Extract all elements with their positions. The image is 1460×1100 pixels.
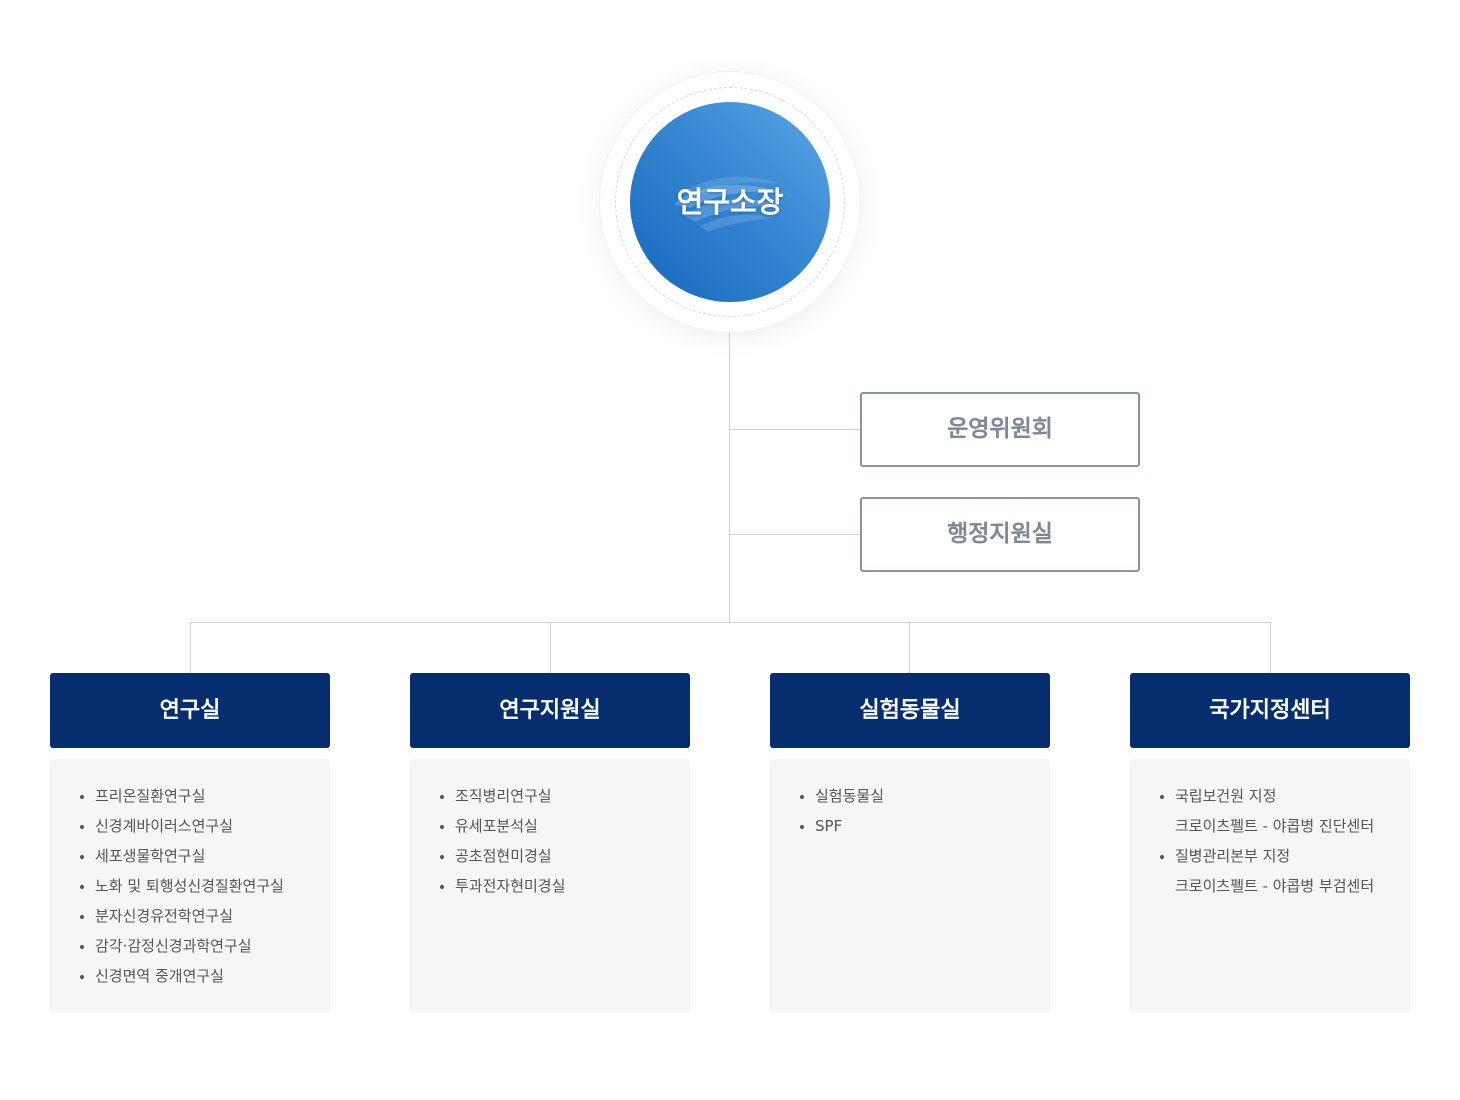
side-unit-steering-committee[interactable]: 운영위원회	[860, 392, 1140, 467]
drop-line-3	[909, 622, 910, 673]
department-panel: 조직병리연구실 유세포분석실 공초점현미경실 투과전자현미경실	[410, 759, 690, 1013]
department-animal-lab: 실험동물실 실험동물실 SPF	[770, 673, 1050, 1013]
list-item: 감각·감정신경과학연구실	[80, 931, 330, 961]
department-title[interactable]: 연구실	[50, 673, 330, 748]
department-research-support: 연구지원실 조직병리연구실 유세포분석실 공초점현미경실 투과전자현미경실	[410, 673, 690, 1013]
department-title[interactable]: 실험동물실	[770, 673, 1050, 748]
trunk-line	[729, 330, 730, 622]
list-item: 국립보건원 지정	[1160, 781, 1410, 811]
department-title[interactable]: 연구지원실	[410, 673, 690, 748]
list-item: 질병관리본부 지정	[1160, 841, 1410, 871]
list-item-continuation: 크로이츠펠트 - 야콥병 부검센터	[1175, 877, 1375, 895]
list-item: 세포생물학연구실	[80, 841, 330, 871]
drop-line-2	[550, 622, 551, 673]
list-item: 신경계바이러스연구실	[80, 811, 330, 841]
director-circle[interactable]: 연구소장	[630, 102, 830, 302]
department-title[interactable]: 국가지정센터	[1130, 673, 1410, 748]
list-item: 신경면역 중개연구실	[80, 961, 330, 991]
department-panel: 프리온질환연구실 신경계바이러스연구실 세포생물학연구실 노화 및 퇴행성신경질…	[50, 759, 330, 1013]
list-item-continuation: 크로이츠펠트 - 야콥병 진단센터	[1175, 817, 1375, 835]
list-item: 공초점현미경실	[440, 841, 690, 871]
list-item: 실험동물실	[800, 781, 1050, 811]
department-list: 국립보건원 지정 크로이츠펠트 - 야콥병 진단센터 질병관리본부 지정 크로이…	[1160, 781, 1410, 901]
department-national-center: 국가지정센터 국립보건원 지정 크로이츠펠트 - 야콥병 진단센터 질병관리본부…	[1130, 673, 1410, 1013]
swirl-emblem-icon	[674, 176, 786, 232]
list-item: 투과전자현미경실	[440, 871, 690, 901]
department-panel: 국립보건원 지정 크로이츠펠트 - 야콥병 진단센터 질병관리본부 지정 크로이…	[1130, 759, 1410, 1013]
department-panel: 실험동물실 SPF	[770, 759, 1050, 1013]
department-list: 조직병리연구실 유세포분석실 공초점현미경실 투과전자현미경실	[440, 781, 690, 901]
list-item: 유세포분석실	[440, 811, 690, 841]
side-unit-admin-support[interactable]: 행정지원실	[860, 497, 1140, 572]
department-list: 프리온질환연구실 신경계바이러스연구실 세포생물학연구실 노화 및 퇴행성신경질…	[80, 781, 330, 991]
director-node: 연구소장	[600, 72, 860, 332]
branch-line-side-2	[729, 534, 860, 535]
list-item: 조직병리연구실	[440, 781, 690, 811]
list-item: SPF	[800, 811, 1050, 841]
director-title: 연구소장	[676, 185, 784, 219]
list-item: 노화 및 퇴행성신경질환연구실	[80, 871, 330, 901]
list-item: 프리온질환연구실	[80, 781, 330, 811]
department-list: 실험동물실 SPF	[800, 781, 1050, 841]
list-item: 분자신경유전학연구실	[80, 901, 330, 931]
drop-line-4	[1270, 622, 1271, 673]
drop-line-1	[190, 622, 191, 673]
branch-line-side-1	[729, 429, 860, 430]
horizontal-bus-line	[190, 622, 1271, 623]
department-research-labs: 연구실 프리온질환연구실 신경계바이러스연구실 세포생물학연구실 노화 및 퇴행…	[50, 673, 330, 1013]
director-dashed-ring	[615, 87, 845, 317]
